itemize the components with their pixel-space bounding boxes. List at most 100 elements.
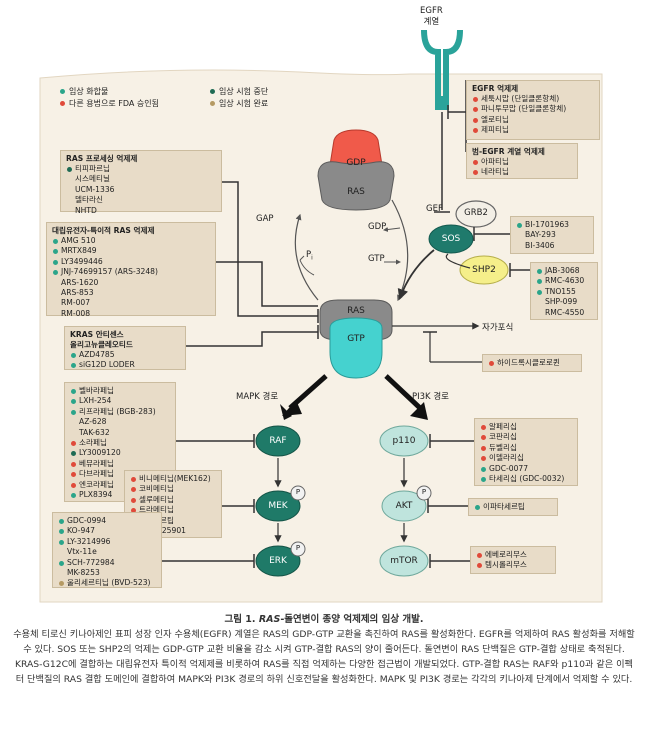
status-dot [59, 529, 64, 535]
drug-name: 엔코라페닙 [79, 479, 114, 489]
drug-name: 템시롤리무스 [485, 560, 527, 570]
sos-label: SOS [441, 234, 461, 244]
gtp-label: GTP [347, 334, 365, 344]
ras-gdp-complex [317, 129, 395, 211]
mek-node [255, 490, 301, 522]
status-dot [71, 493, 76, 499]
drug-name: 티피파르닙 [75, 164, 110, 173]
drug-item: KO-947 [58, 526, 156, 536]
drug-item: 소라페닙 [70, 438, 170, 448]
drug-name: 에베로리무스 [485, 550, 527, 559]
raf-label: RAF [269, 436, 287, 446]
status-dot [473, 117, 478, 123]
panel-title: RAS 프로세싱 억제제 [66, 154, 138, 163]
ras-top-label: RAS [347, 187, 365, 197]
drug-name: 코판리십 [489, 432, 517, 442]
status-dot [475, 505, 480, 510]
drug-item: 아파티닙 [472, 157, 572, 167]
status-dot [59, 539, 64, 545]
drug-name: 파니투무맙 (단일클론항체) [481, 104, 567, 114]
drug-item: 코비메티닙 [130, 484, 216, 494]
status-dot [481, 445, 486, 451]
drug-item: 베뮤라페닙 [70, 459, 170, 469]
drug-item: 제피티닙 [472, 125, 594, 135]
drug-item: siG12D LODER [70, 360, 180, 370]
drug-item: 트라메티닙 [130, 505, 216, 515]
drug-item: LY-3214996 [58, 537, 156, 547]
shp2-label: SHP2 [472, 265, 496, 275]
ras-bottom-label: RAS [347, 306, 365, 316]
drug-item: 이델라리십 [480, 453, 572, 463]
drug-item: AMG 510 [52, 236, 210, 246]
drug-item: 델타라신 [66, 195, 216, 205]
drug-item: BI-1701963 [516, 220, 588, 230]
drug-item: ARS-1620 [52, 278, 210, 288]
drug-item: TNO155 [536, 287, 592, 297]
panel-title: 대립유전자-특이적 RAS 억제제 [52, 226, 155, 235]
drug-name: 셀루메티닙 [139, 494, 174, 504]
status-dot [71, 399, 76, 405]
status-dot [481, 425, 486, 430]
status-dot [473, 160, 478, 165]
status-dot [71, 472, 76, 478]
mek-phospho-label: P [295, 488, 301, 496]
grb2-label: GRB2 [464, 208, 488, 218]
drug-name: 베뮤라페닙 [79, 458, 114, 468]
akt-label: AKT [395, 501, 413, 511]
drug-name: 제피티닙 [481, 125, 509, 135]
drug-name: JAB-3068 [545, 266, 580, 275]
drug-item: NHTD [66, 206, 216, 216]
pi-label: Pi [306, 250, 313, 262]
mek-label: MEK [268, 501, 288, 511]
drug-item: BI-3406 [516, 241, 588, 251]
drug-item: 템시롤리무스 [476, 560, 550, 570]
hydroxychloroquine-panel: 하이드록시클로로퀸 [482, 354, 582, 372]
akt-inhibitor-panel: 이파타세르팁 [468, 498, 558, 516]
drug-name: GDC-0077 [489, 463, 529, 473]
egfr-receptor [421, 29, 463, 110]
drug-item: ARS-853 [52, 288, 210, 298]
status-dot [131, 508, 136, 514]
status-dot [481, 466, 486, 472]
drug-item: 엔코라페닙 [70, 480, 170, 490]
drug-name: 비니메티닙(MEK162) [139, 474, 211, 483]
drug-item: RMC-4550 [536, 308, 592, 318]
status-dot [67, 167, 72, 172]
status-dot [473, 170, 478, 176]
panel-title-line2: 올리고뉴클레오티드 [70, 340, 133, 349]
status-dot [59, 581, 64, 587]
drug-name: RMC-4630 [545, 276, 585, 286]
ras-gtp-complex [319, 299, 393, 379]
ras-inhibitor-diagram: EGFR 계열 임상 화합물 임상 시험 중단 다른 용법으로 FDA 승인됨 … [39, 6, 603, 603]
status-dot [477, 553, 482, 558]
drug-name: PLX8394 [79, 490, 113, 500]
drug-name: 다브라페닙 [79, 469, 114, 479]
status-dot [53, 270, 58, 276]
drug-item: 에베로리무스 [476, 550, 550, 560]
drug-item: LY3499446 [52, 257, 210, 267]
drug-name: 울리세르티닙 (BVD-523) [67, 578, 151, 588]
gdp-arrow-label: GDP [368, 222, 387, 232]
drug-name: 코비메티닙 [139, 484, 174, 494]
drug-name: KO-947 [67, 526, 95, 536]
drug-name: siG12D LODER [79, 360, 135, 370]
drug-name: MRTX849 [61, 246, 97, 256]
status-dot [481, 435, 486, 441]
status-dot [71, 363, 76, 369]
akt-node [381, 490, 427, 522]
drug-item: GDC-0994 [58, 516, 156, 526]
drug-name: AZ-628 [79, 417, 107, 427]
drug-name: RM-007 [61, 298, 91, 308]
drug-item: MK-8253 [58, 568, 156, 578]
drug-item: 셀루메티닙 [130, 495, 216, 505]
drug-name: 엘로티닙 [481, 114, 509, 124]
legend-item-clinical: 임상 화합물 [60, 86, 108, 97]
mtor-label: mTOR [390, 556, 418, 566]
erk-node [255, 545, 301, 577]
drug-name: 네라티닙 [481, 167, 509, 177]
drug-name: UCM-1336 [75, 184, 115, 194]
